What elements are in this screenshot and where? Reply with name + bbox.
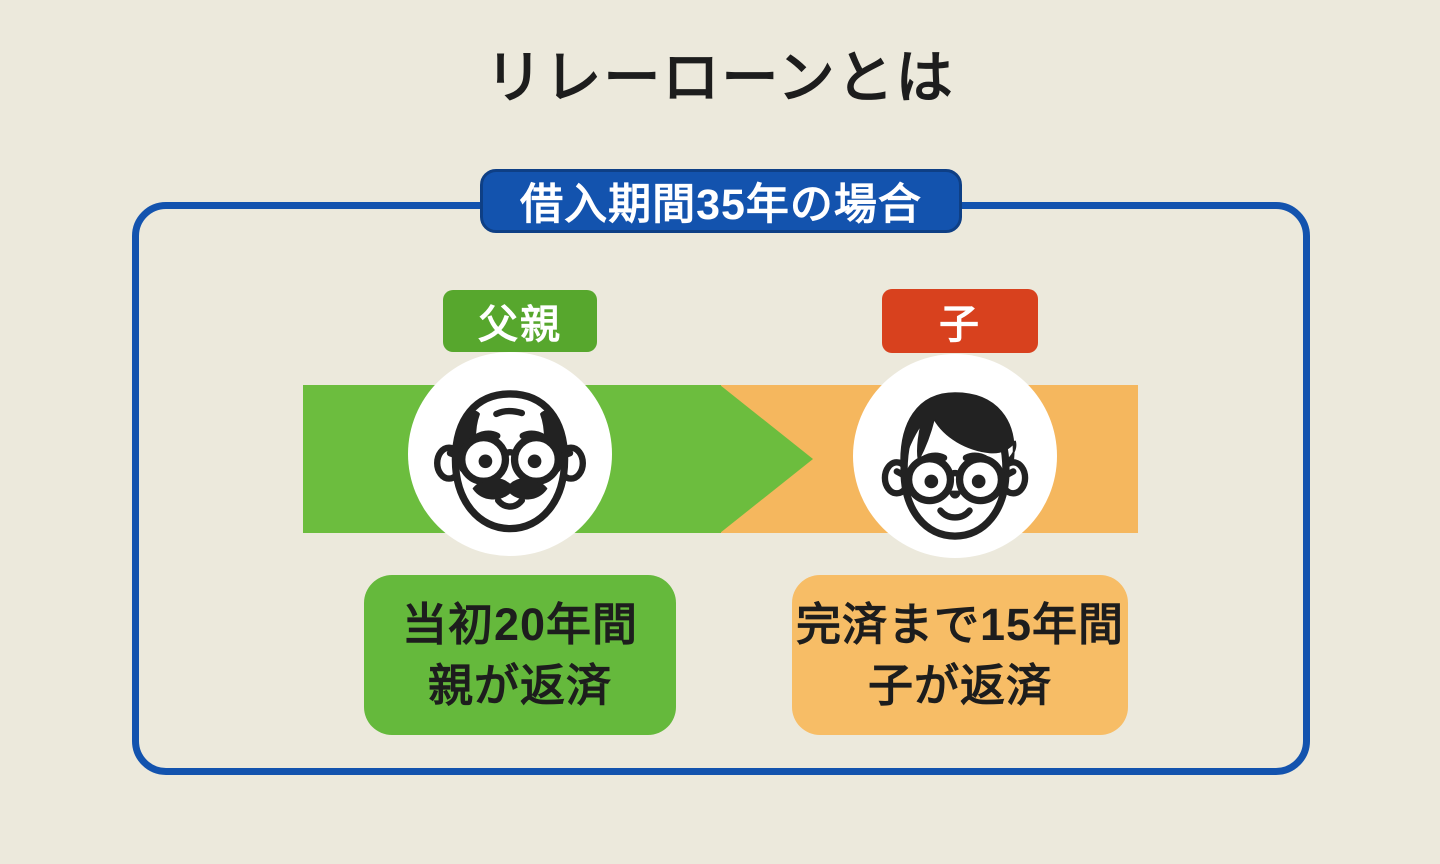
child-note-line2: 子が返済 xyxy=(867,660,1052,711)
child-note-line1: 完済まで15年間 xyxy=(795,598,1125,650)
son-role-label: 子 xyxy=(882,289,1038,353)
child-repayment-note: 完済まで15年間 子が返済 xyxy=(792,575,1128,735)
father-role-text: 父親 xyxy=(478,303,562,347)
son-face-icon xyxy=(864,365,1046,547)
son-role-text: 子 xyxy=(939,303,981,347)
loan-period-badge: 借入期間35年の場合 xyxy=(480,169,962,233)
parent-repayment-note: 当初20年間 親が返済 xyxy=(364,575,676,735)
page-title: リレーローンとは xyxy=(485,46,955,110)
loan-period-badge-label: 借入期間35年の場合 xyxy=(520,181,922,229)
parent-note-line2: 親が返済 xyxy=(427,660,612,711)
father-face-icon xyxy=(419,363,601,545)
parent-note-line1: 当初20年間 xyxy=(401,598,639,650)
father-role-label: 父親 xyxy=(443,290,597,352)
father-avatar xyxy=(408,352,612,556)
son-avatar xyxy=(853,354,1057,558)
